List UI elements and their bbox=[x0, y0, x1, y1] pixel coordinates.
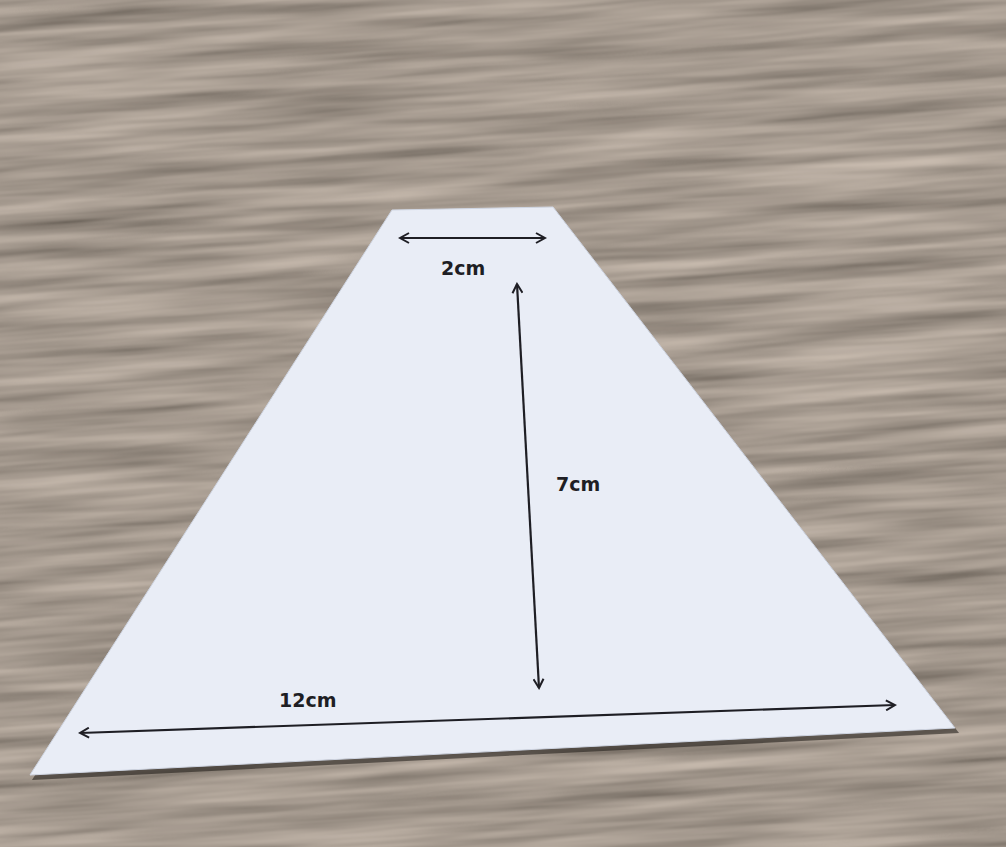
dimension-label: 2cm bbox=[439, 258, 487, 279]
dimension-label: 12cm bbox=[277, 690, 339, 711]
top-dimension-arrow bbox=[400, 237, 545, 239]
height-dimension-arrow bbox=[517, 284, 539, 688]
dimension-label: 7cm bbox=[554, 474, 602, 495]
base-dimension-arrow bbox=[80, 705, 895, 733]
trapezoid-paper bbox=[30, 207, 955, 775]
